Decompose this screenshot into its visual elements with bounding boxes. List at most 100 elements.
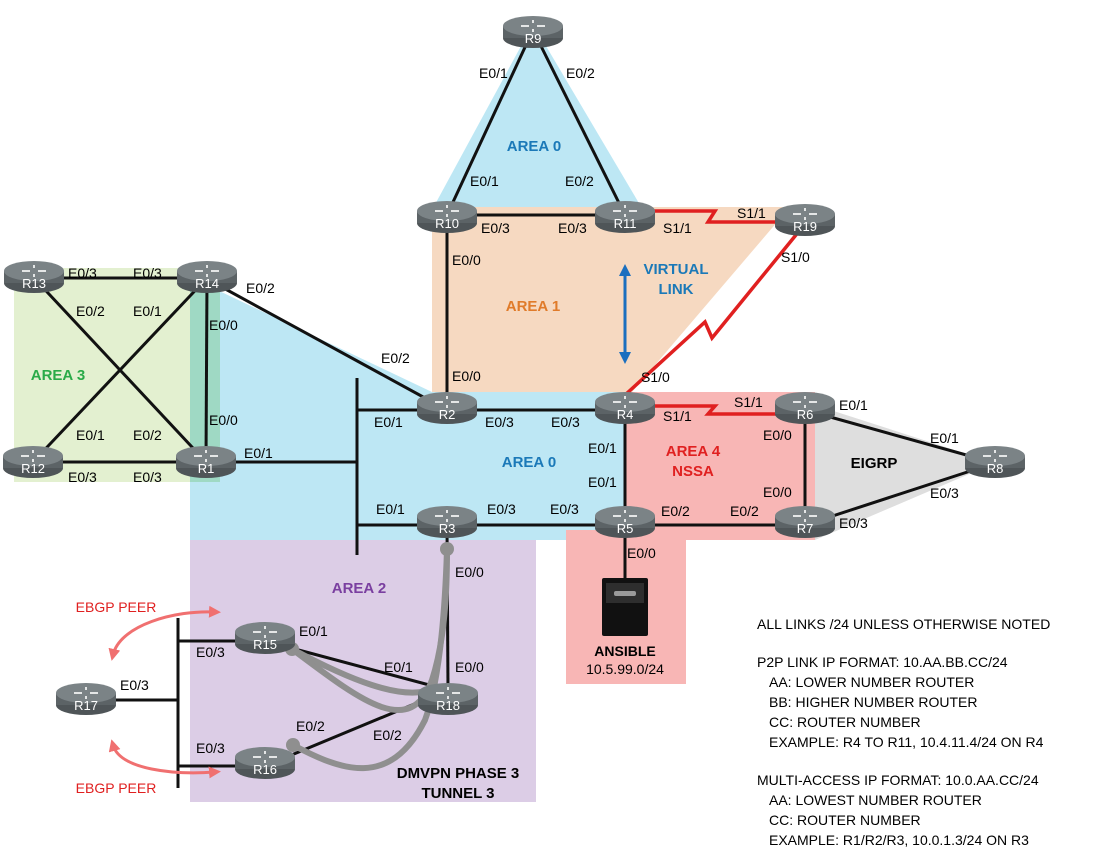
note-line: EXAMPLE: R4 TO R11, 10.4.11.4/24 ON R4 <box>769 734 1044 750</box>
router-label: R11 <box>614 216 637 231</box>
intf-label: E0/0 <box>455 564 484 580</box>
intf-label: E0/3 <box>133 469 162 485</box>
note-line: P2P LINK IP FORMAT: 10.AA.BB.CC/24 <box>757 654 1008 670</box>
intf-label: E0/2 <box>661 503 690 519</box>
note-line: CC: ROUTER NUMBER <box>769 812 921 828</box>
virtual-link-label-1: VIRTUAL <box>644 261 709 278</box>
serial-r4-r6 <box>645 404 785 416</box>
ebgp-arrow-top <box>108 605 221 661</box>
router-label: R14 <box>195 276 219 291</box>
router-r16[interactable]: R16 <box>234 746 296 780</box>
area4-label-2: NSSA <box>672 463 714 480</box>
router-label: R5 <box>617 521 634 536</box>
intf-label: E0/2 <box>373 727 402 743</box>
intf-label: E0/0 <box>452 252 481 268</box>
ansible-server[interactable]: ANSIBLE 10.5.99.0/24 <box>586 578 664 677</box>
intf-label: E0/1 <box>76 427 105 443</box>
intf-label: E0/1 <box>133 303 162 319</box>
router-r8[interactable]: R8 <box>964 445 1026 479</box>
router-r7[interactable]: R7 <box>774 505 836 539</box>
intf-label: E0/2 <box>381 350 410 366</box>
intf-label: E0/3 <box>558 220 587 236</box>
router-r2[interactable]: R2 <box>416 391 478 425</box>
router-r19[interactable]: R19 <box>774 203 836 237</box>
link-r14-r2 <box>206 277 448 412</box>
router-r17[interactable]: R17 <box>55 682 117 716</box>
link-r14-r12 <box>31 276 209 464</box>
area0-top-region <box>432 24 643 210</box>
eigrp-label: EIGRP <box>851 455 898 472</box>
dmvpn-label-1: DMVPN PHASE 3 <box>397 765 520 782</box>
intf-label: E0/1 <box>588 440 617 456</box>
router-r11[interactable]: R11 <box>594 200 656 234</box>
tunnel-r16-r3 <box>290 547 450 772</box>
intf-label: S1/0 <box>641 369 670 385</box>
router-r9[interactable]: R9 <box>502 15 564 49</box>
router-r18[interactable]: R18 <box>417 682 479 716</box>
ebgp-arrow-bottom <box>108 739 221 779</box>
intf-label: S1/1 <box>663 220 692 236</box>
intf-label: E0/0 <box>209 317 238 333</box>
router-r3[interactable]: R3 <box>416 505 478 539</box>
router-label: R10 <box>435 216 459 231</box>
intf-label: E0/0 <box>452 368 481 384</box>
intf-label: E0/2 <box>566 65 595 81</box>
intf-label: E0/1 <box>839 397 868 413</box>
intf-label: E0/0 <box>763 484 792 500</box>
note-line: MULTI-ACCESS IP FORMAT: 10.0.AA.CC/24 <box>757 772 1039 788</box>
intf-label: E0/3 <box>133 265 162 281</box>
router-label: R8 <box>987 461 1004 476</box>
area0-main-label: AREA 0 <box>502 454 556 471</box>
area4-label-1: AREA 4 <box>666 443 721 460</box>
intf-label: E0/2 <box>730 503 759 519</box>
note-line: AA: LOWER NUMBER ROUTER <box>769 674 974 690</box>
intf-label: E0/0 <box>763 427 792 443</box>
intf-label: E0/3 <box>839 515 868 531</box>
link-r9-r11 <box>531 29 627 216</box>
router-label: R19 <box>793 219 817 234</box>
addressing-notes: ALL LINKS /24 UNLESS OTHERWISE NOTED P2P… <box>757 616 1050 848</box>
intf-label: E0/3 <box>485 414 514 430</box>
tunnel-endpoint-r3 <box>440 542 454 556</box>
intf-label: E0/3 <box>551 414 580 430</box>
intf-label: E0/3 <box>196 644 225 660</box>
router-r5[interactable]: R5 <box>594 505 656 539</box>
intf-label: E0/1 <box>244 445 273 461</box>
note-line: CC: ROUTER NUMBER <box>769 714 921 730</box>
area2-label: AREA 2 <box>332 580 386 597</box>
router-r13[interactable]: R13 <box>3 260 65 294</box>
intf-label: E0/3 <box>487 501 516 517</box>
intf-label: E0/2 <box>246 280 275 296</box>
router-r15[interactable]: R15 <box>234 621 296 655</box>
intf-label: E0/1 <box>374 414 403 430</box>
note-line: AA: LOWEST NUMBER ROUTER <box>769 792 982 808</box>
intf-label: S1/1 <box>737 205 766 221</box>
intf-label: S1/1 <box>734 394 763 410</box>
router-r14[interactable]: R14 <box>176 260 238 294</box>
intf-label: E0/3 <box>120 677 149 693</box>
router-r12[interactable]: R12 <box>2 445 64 479</box>
intf-label: E0/0 <box>209 412 238 428</box>
virtual-link-label-2: LINK <box>659 281 694 298</box>
area1-label: AREA 1 <box>506 298 560 315</box>
tunnel-endpoint-r16 <box>286 738 300 752</box>
router-r4[interactable]: R4 <box>594 391 656 425</box>
router-r1[interactable]: R1 <box>175 445 237 479</box>
router-label: R13 <box>22 276 46 291</box>
ebgp-peer-label-top: EBGP PEER <box>76 599 157 615</box>
router-r10[interactable]: R10 <box>416 200 478 234</box>
link-r7-r8 <box>804 461 996 527</box>
intf-label: E0/1 <box>588 474 617 490</box>
intf-label: E0/0 <box>455 659 484 675</box>
ebgp-peer-label-bottom: EBGP PEER <box>76 780 157 796</box>
intf-label: E0/2 <box>133 427 162 443</box>
serial-r11-r19 <box>645 209 780 224</box>
intf-label: E0/3 <box>481 220 510 236</box>
router-label: R7 <box>797 521 814 536</box>
router-r6[interactable]: R6 <box>774 391 836 425</box>
router-label: R16 <box>253 762 277 777</box>
intf-label: E0/3 <box>550 501 579 517</box>
link-r9-r10 <box>445 29 535 216</box>
intf-label: E0/1 <box>384 659 413 675</box>
router-label: R6 <box>797 407 814 422</box>
